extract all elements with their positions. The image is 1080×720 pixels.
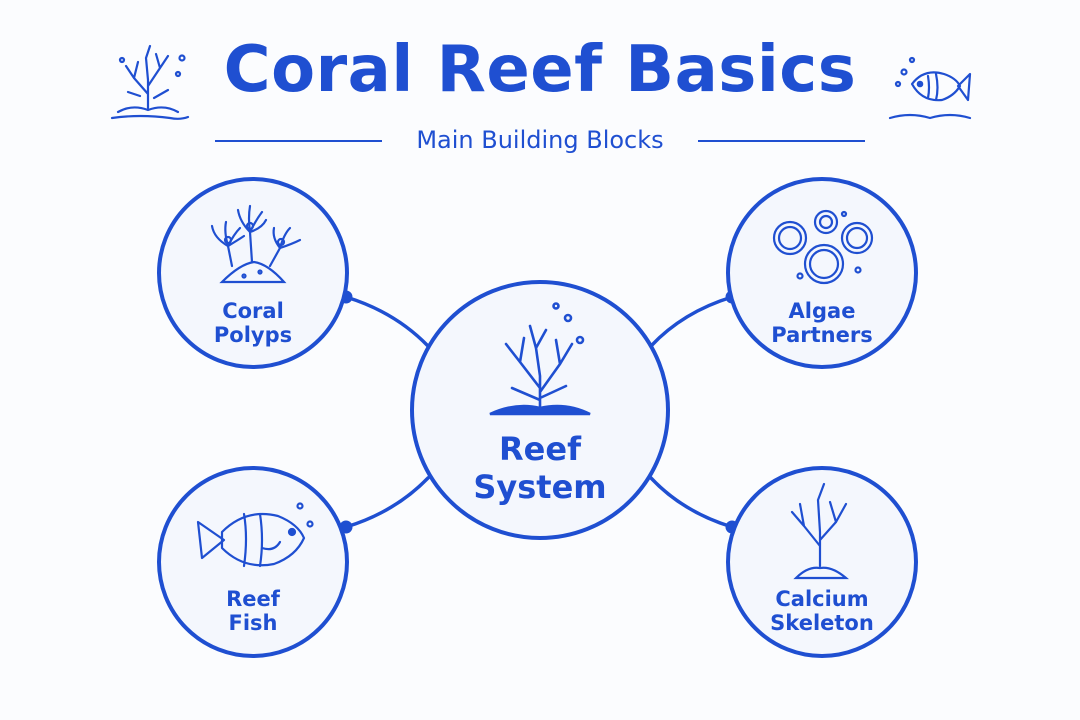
- fish-icon: [196, 502, 314, 568]
- connector-algae-partners: [649, 295, 734, 348]
- connector-calcium-skeleton: [649, 476, 734, 529]
- coral-polyps-icon: [210, 204, 302, 284]
- branching-coral-icon: [489, 302, 591, 416]
- node-circle-coral-polyps: [157, 177, 349, 369]
- node-circle-algae-partners: [726, 177, 918, 369]
- fish-icon: [888, 56, 972, 120]
- node-label-calcium-skeleton: Calcium Skeleton: [747, 587, 897, 635]
- connector-reef-fish: [344, 476, 430, 529]
- node-label-coral-polyps: Coral Polyps: [178, 299, 328, 347]
- node-label-line2: Polyps: [213, 322, 293, 347]
- coral-icon: [110, 44, 190, 120]
- page-title: Coral Reef Basics: [223, 33, 857, 107]
- node-label-line1: Calcium: [775, 587, 869, 611]
- node-circle-calcium-skeleton: [726, 466, 918, 658]
- node-label-reef-fish: Reef Fish: [178, 587, 328, 635]
- algae-cells-icon: [772, 209, 874, 285]
- node-label-line2: Fish: [228, 610, 278, 635]
- center-label-line2: System: [473, 468, 607, 507]
- node-label-line1: Coral: [222, 299, 284, 323]
- center-label-line1: Reef: [499, 430, 581, 468]
- node-circle-reef-fish: [157, 466, 349, 658]
- node-label-line2: Skeleton: [770, 610, 874, 635]
- coral-skeleton-icon: [790, 482, 849, 580]
- center-label: Reef System: [440, 430, 640, 507]
- node-label-line1: Algae: [788, 299, 856, 323]
- connector-coral-polyps: [344, 295, 430, 348]
- page-subtitle: Main Building Blocks: [416, 126, 664, 154]
- node-label-line1: Reef: [226, 587, 280, 611]
- node-label-algae-partners: Algae Partners: [747, 299, 897, 347]
- node-label-line2: Partners: [771, 322, 873, 347]
